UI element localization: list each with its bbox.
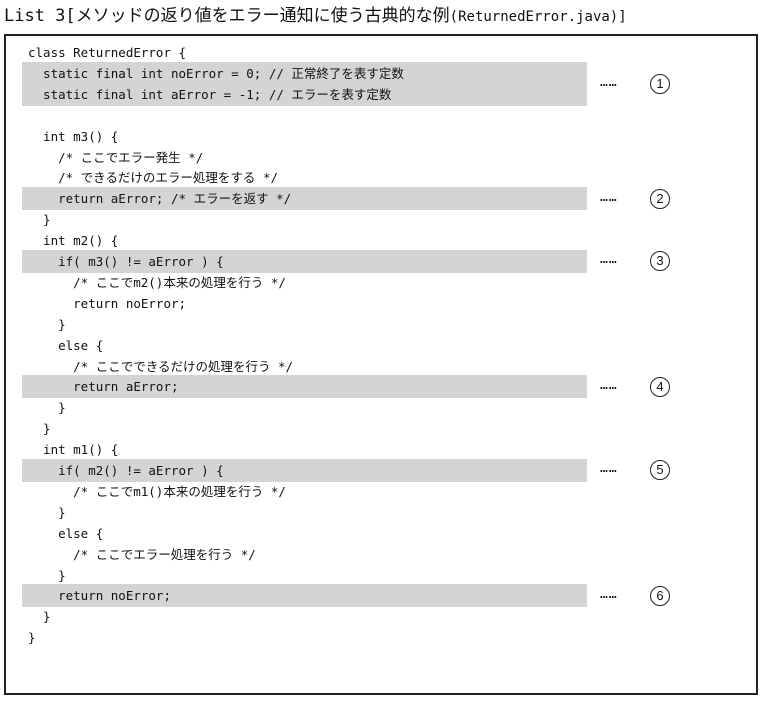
- highlight-band: [22, 250, 587, 273]
- callout-leader-dots: ……: [600, 377, 618, 393]
- callout-leader-dots: ……: [600, 252, 618, 268]
- code-line: }: [28, 504, 66, 520]
- code-line: return aError; /* エラーを返す */: [28, 191, 292, 207]
- highlight-band: [22, 187, 587, 211]
- code-line: if( m3() != aError ) {: [28, 254, 224, 269]
- code-line: }: [28, 609, 51, 625]
- code-line: return noError;: [28, 295, 187, 311]
- callout-number: 1: [650, 73, 670, 94]
- listing-title-main: List 3[メソッドの返り値をエラー通知に使う古典的な例: [4, 6, 450, 26]
- highlight-band: [22, 375, 587, 399]
- code-line: else {: [28, 525, 104, 541]
- code-line: return aError;: [28, 379, 179, 395]
- code-line: }: [28, 630, 36, 646]
- code-line: int m1() {: [28, 442, 119, 458]
- code-line: /* ここでm2()本来の処理を行う */: [28, 274, 286, 290]
- code-line: }: [28, 421, 51, 437]
- code-line: if( m2() != aError ) {: [28, 463, 224, 478]
- code-line: }: [28, 567, 66, 583]
- code-line: /* できるだけのエラー処理をする */: [28, 170, 279, 186]
- code-line: static final int noError = 0; // 正常終了を表す…: [28, 65, 404, 81]
- code-frame: [4, 34, 758, 695]
- code-line: /* ここでエラー処理を行う */: [28, 546, 256, 562]
- callout-leader-dots: ……: [600, 74, 618, 90]
- highlight-band: [22, 584, 587, 608]
- code-line: }: [28, 316, 66, 332]
- code-line: return noError;: [28, 588, 171, 604]
- callout-leader-dots: ……: [600, 461, 618, 477]
- code-line: else {: [28, 337, 104, 353]
- listing-title: List 3[メソッドの返り値をエラー通知に使う古典的な例(ReturnedEr…: [4, 4, 627, 28]
- code-line: int m3() {: [28, 128, 119, 144]
- listing-title-classname: (ReturnedError.java)]: [449, 9, 627, 25]
- code-line: }: [28, 212, 51, 228]
- callout-number: 5: [650, 460, 670, 481]
- highlight-band: [22, 61, 587, 106]
- code-line: /* ここでエラー発生 */: [28, 149, 204, 165]
- callout-number: 6: [650, 585, 670, 606]
- code-line: int m2() {: [28, 233, 119, 249]
- callout-leader-dots: ……: [600, 586, 618, 602]
- callout-number: 3: [650, 251, 670, 272]
- callout-leader-dots: ……: [600, 189, 618, 205]
- callout-number: 4: [650, 376, 670, 397]
- code-line: class ReturnedError {: [28, 45, 187, 60]
- code-line: }: [28, 400, 66, 416]
- code-line: /* ここでm1()本来の処理を行う */: [28, 483, 286, 499]
- highlight-band: [22, 459, 587, 482]
- code-line: static final int aError = -1; // エラーを表す定…: [28, 86, 392, 102]
- code-line: /* ここでできるだけの処理を行う */: [28, 358, 294, 374]
- callout-number: 2: [650, 188, 670, 209]
